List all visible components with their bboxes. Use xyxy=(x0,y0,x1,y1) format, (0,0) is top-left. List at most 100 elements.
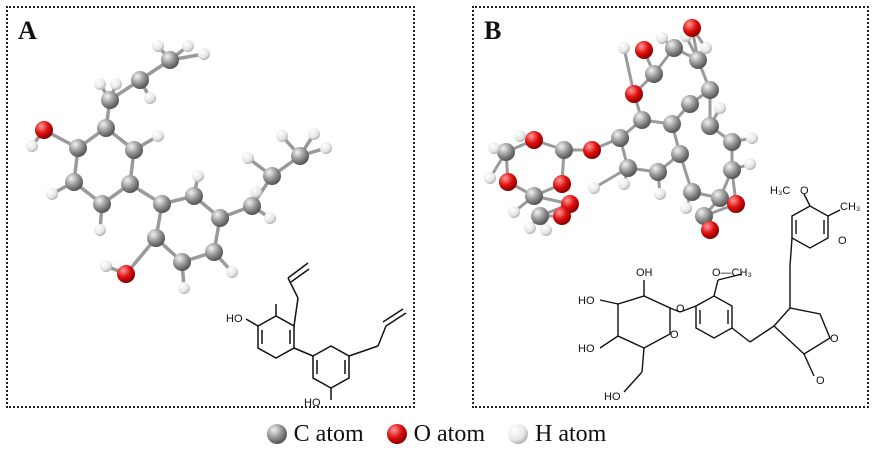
label-ho-left: HO xyxy=(578,295,595,307)
hydrogen-atom xyxy=(144,92,156,104)
carbon-atom xyxy=(645,65,663,83)
carbon-atom xyxy=(723,161,741,179)
carbon-atom xyxy=(97,119,115,137)
carbon-atom xyxy=(701,117,719,135)
c-atom-sphere-icon xyxy=(266,424,287,444)
carbon-atom xyxy=(619,159,637,177)
carbon-atom xyxy=(671,145,689,163)
hydrogen-atom xyxy=(94,224,106,236)
carbon-atom xyxy=(683,183,701,201)
hydrogen-atom xyxy=(198,48,210,60)
hydrogen-atom xyxy=(588,182,600,194)
hydrogen-atom xyxy=(264,212,276,224)
hydrogen-atom xyxy=(192,170,204,182)
carbon-atom xyxy=(723,133,741,151)
hydrogen-atom xyxy=(110,78,122,90)
legend-label-o-atom: O atom xyxy=(413,420,485,447)
carbon-atom xyxy=(65,173,83,191)
carbon-atom xyxy=(711,189,729,207)
ball-and-stick-model-a: HO HO xyxy=(26,40,407,406)
label-o-right: O xyxy=(838,235,847,247)
label-ho-top: HO xyxy=(226,313,243,325)
legend-item-c-atom: C atom xyxy=(266,421,364,448)
hydrogen-atom xyxy=(320,142,332,154)
h-atom-sphere-icon xyxy=(508,424,528,444)
hydrogen-atom xyxy=(714,102,726,114)
carbon-atom xyxy=(633,111,651,129)
carbon-atom xyxy=(291,147,309,165)
hydrogen-atom xyxy=(152,130,164,142)
carbon-atom xyxy=(649,163,667,181)
carbon-atom xyxy=(131,71,149,89)
carbon-atom xyxy=(125,141,143,159)
label-oh-top: OH xyxy=(636,267,653,279)
hydrogen-atom xyxy=(276,130,288,142)
carbon-atom xyxy=(205,243,223,261)
panel-b: B xyxy=(472,6,869,408)
hydrogen-atom xyxy=(226,266,238,278)
carbon-atom xyxy=(695,207,713,225)
carbon-atom xyxy=(525,187,543,205)
panel-a: A HO HO xyxy=(6,6,415,408)
label-o-carbonyl: O xyxy=(816,375,825,387)
label-o-link: O xyxy=(676,303,685,315)
carbon-atom xyxy=(147,229,165,247)
hydrogen-atom xyxy=(152,40,164,52)
legend-item-h-atom: H atom xyxy=(507,421,606,448)
hydrogen-atom xyxy=(680,202,692,214)
legend-label-c-atom: C atom xyxy=(293,420,364,447)
skeletal-structure-b xyxy=(599,193,841,393)
hydrogen-atom xyxy=(46,188,58,200)
oxygen-atom xyxy=(499,173,517,191)
label-ho-bottom: HO xyxy=(604,391,621,403)
label-h3c: H₃C xyxy=(770,185,790,197)
carbon-atom xyxy=(555,141,573,159)
hydrogen-atom xyxy=(488,142,500,154)
carbon-atom xyxy=(93,195,111,213)
hydrogen-atom xyxy=(242,152,254,164)
hydrogen-atom xyxy=(100,260,112,272)
label-o-lactone: O xyxy=(830,333,839,345)
atom-legend: C atom O atom H atom xyxy=(0,414,872,454)
hydrogen-atom xyxy=(508,206,520,218)
carbon-atom xyxy=(69,139,87,157)
oxygen-atom xyxy=(625,85,643,103)
label-ch3-right: CH₃ xyxy=(840,201,860,213)
oxygen-atom xyxy=(525,131,543,149)
carbon-atom xyxy=(689,51,707,69)
oxygen-atom xyxy=(635,41,653,59)
hydrogen-atom xyxy=(540,224,552,236)
hydrogen-atom xyxy=(700,42,712,54)
label-ho-bottom: HO xyxy=(304,397,321,406)
hydrogen-atom xyxy=(182,40,194,52)
carbon-atom xyxy=(681,95,699,113)
oxygen-atom xyxy=(701,221,719,239)
carbon-atom xyxy=(531,207,549,225)
carbon-atom xyxy=(611,129,629,147)
hydrogen-atom xyxy=(94,78,106,90)
hydrogen-atom xyxy=(656,32,668,44)
carbon-atom xyxy=(701,81,719,99)
hydrogen-atom xyxy=(514,130,526,142)
hydrogen-atom xyxy=(26,140,38,152)
label-o-top: O xyxy=(800,185,809,197)
hydrogen-atom xyxy=(250,186,262,198)
label-ho-lower: HO xyxy=(578,343,595,355)
oxygen-atom xyxy=(683,19,701,37)
o-atom-sphere-icon xyxy=(386,424,407,444)
oxygen-atom xyxy=(553,175,571,193)
hydrogen-atom xyxy=(484,172,496,184)
hydrogen-atom xyxy=(746,132,758,144)
oxygen-atom xyxy=(727,195,745,213)
carbon-atom xyxy=(101,91,119,109)
ball-and-stick-model-b: H₃C O CH₃ O O—CH₃ OH HO HO O O O O HO xyxy=(484,19,860,403)
hydrogen-atom xyxy=(524,222,536,234)
carbon-atom xyxy=(665,39,683,57)
oxygen-atom xyxy=(583,141,601,159)
carbon-atom xyxy=(153,195,171,213)
hydrogen-atom xyxy=(618,178,630,190)
oxygen-atom xyxy=(117,265,135,283)
carbon-atom xyxy=(121,175,139,193)
hydrogen-atom xyxy=(744,158,756,170)
hydrogen-atom xyxy=(654,188,666,200)
